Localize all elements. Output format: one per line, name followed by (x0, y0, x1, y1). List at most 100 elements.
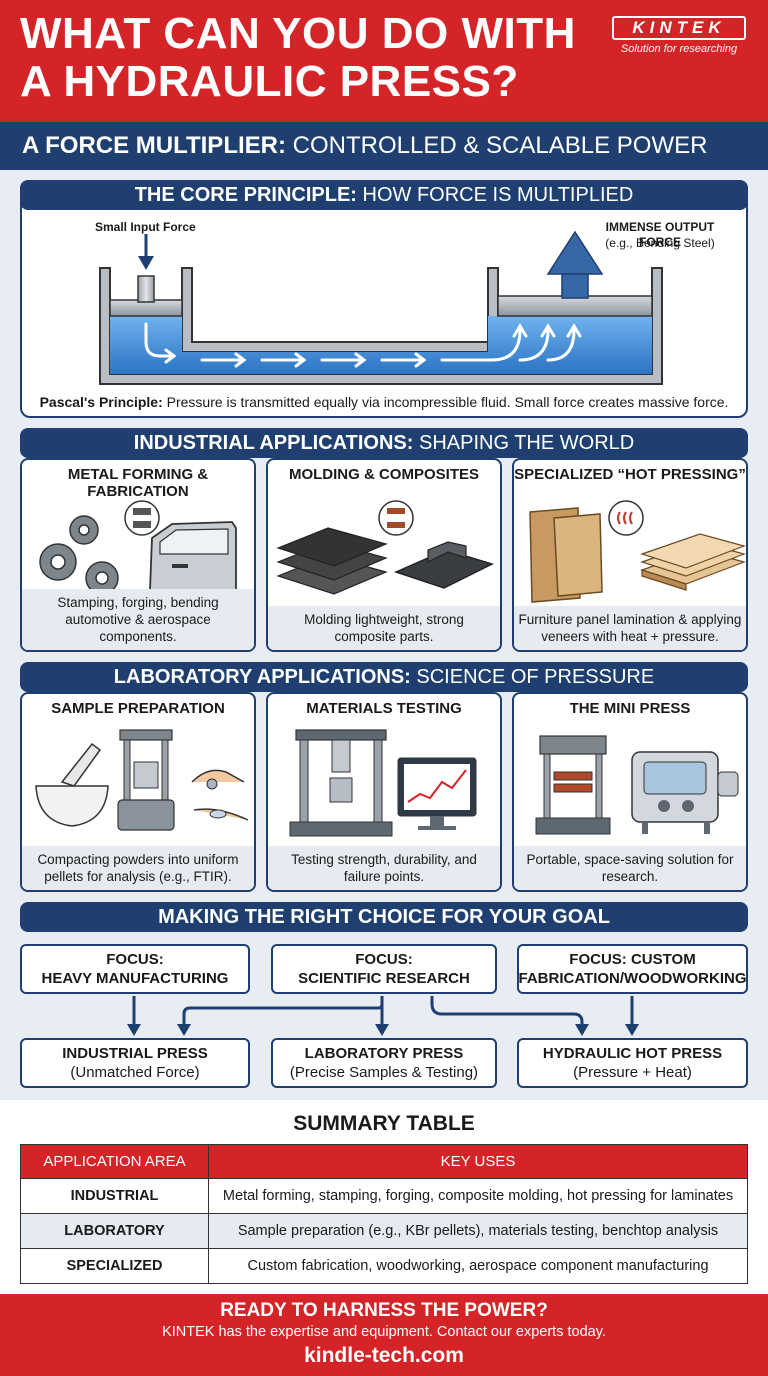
card-description: Portable, space-saving solution for rese… (514, 846, 746, 890)
card-materials-testing[interactable]: Materials testing Testing strength, dura… (266, 692, 502, 892)
card-metal-forming[interactable]: Metal forming & fabrication Stamping, fo… (20, 458, 256, 652)
result-subtitle: (Pressure + Heat) (573, 1064, 692, 1081)
pellet-press-icon (119, 729, 173, 741)
output-force-label: IMMENSE OUTPUT FORCE (605, 220, 715, 249)
decision-banner-text: Making the right choice for your goal (158, 906, 610, 928)
card-sample-preparation[interactable]: Sample preparation Compacting powders in… (20, 692, 256, 892)
card-title: Sample preparation (51, 700, 225, 717)
footer-website-link[interactable]: kindle-tech.com (304, 1344, 464, 1367)
page-title: What can you do with a hydraulic press? (20, 9, 576, 106)
input-arrow-icon (138, 256, 154, 270)
card-title: The mini press (569, 700, 691, 717)
card-description: Compacting powders into uniform pellets … (22, 846, 254, 890)
focus-label: FOCUS: (355, 951, 413, 968)
focus-heavy-manufacturing[interactable]: FOCUS: HEAVY MANUFACTURING (20, 944, 250, 994)
mortar-icon (35, 785, 109, 827)
table-header-row: APPLICATION AREA KEY USES (20, 1144, 748, 1179)
laboratory-banner-strong: Laboratory applications: (113, 666, 411, 688)
table-row: LABORATORY Sample preparation (e.g., KBr… (20, 1213, 748, 1249)
arrow-down-icon (375, 1024, 389, 1036)
materials-testing-illustration (289, 729, 477, 837)
arrow-down-icon (127, 1024, 141, 1036)
focus-value: FABRICATION/WOODWORKING (518, 970, 747, 987)
result-title: LABORATORY PRESS (304, 1045, 464, 1062)
arrow-down-icon (177, 1024, 191, 1036)
laminated-panels-icon (640, 533, 746, 591)
industrial-banner-rest: Shaping the world (418, 432, 635, 454)
decision-banner: Making the right choice for your goal (20, 902, 748, 932)
hot-pressing-illustration (529, 500, 746, 603)
card-hot-pressing[interactable]: Specialized “Hot pressing” Furniture pan… (512, 458, 748, 652)
laboratory-banner: Laboratory applications: Science of pres… (20, 662, 748, 692)
card-mini-press[interactable]: The mini press Portable, space-saving so… (512, 692, 748, 892)
hand-icon (191, 769, 245, 783)
focus-value: HEAVY MANUFACTURING (41, 970, 229, 987)
table-cell-uses: Sample preparation (e.g., KBr pellets), … (208, 1213, 748, 1249)
result-industrial-press[interactable]: INDUSTRIAL PRESS (Unmatched Force) (20, 1038, 250, 1088)
logo-tagline: Solution for researching (620, 43, 738, 55)
heat-press-icon (378, 500, 414, 536)
core-banner-rest: How force is multiplied (362, 184, 634, 206)
gears-icon (39, 515, 119, 595)
molding-illustration (276, 500, 495, 595)
result-laboratory-press[interactable]: LABORATORY PRESS (Precise Samples & Test… (271, 1038, 497, 1088)
container-divider (181, 267, 499, 353)
summary-title: SUMMARY TABLE (293, 1112, 475, 1135)
output-force-example: (e.g., Bending Steel) (605, 236, 715, 250)
result-title: INDUSTRIAL PRESS (62, 1045, 208, 1062)
mini-press-illustration (535, 735, 739, 835)
arrow-down-icon (575, 1024, 589, 1036)
card-description: Molding lightweight, strong composite pa… (268, 606, 500, 650)
footer-cta: READY TO HARNESS THE POWER? (220, 1300, 548, 1321)
flow-arrows-icon (144, 322, 582, 368)
header-banner: What can you do with a hydraulic press? … (0, 0, 768, 122)
table-cell-area: LABORATORY (20, 1213, 209, 1249)
table-header-area: APPLICATION AREA (20, 1144, 209, 1179)
table-cell-area: SPECIALIZED (20, 1248, 209, 1284)
decision-flow-arrows (127, 996, 639, 1036)
table-cell-area: INDUSTRIAL (20, 1178, 209, 1214)
press-icon (124, 500, 160, 536)
card-title: Metal forming & fabrication (67, 466, 209, 500)
card-title: Molding & composites (288, 466, 479, 483)
table-cell-uses: Metal forming, stamping, forging, compos… (208, 1178, 748, 1214)
core-principle-banner: The core principle: How force is multipl… (20, 180, 748, 210)
table-header-uses: KEY USES (208, 1144, 748, 1179)
pascal-principle-text: Pascal's Principle: Pressure is transmit… (22, 394, 746, 410)
footer-subtext: KINTEK has the expertise and equipment. … (162, 1324, 606, 1340)
sample-prep-illustration (35, 729, 249, 831)
table-cell-uses: Custom fabrication, woodworking, aerospa… (208, 1248, 748, 1284)
card-description: Stamping, forging, bending automotive & … (22, 589, 254, 650)
heat-icon (608, 500, 644, 536)
card-molding-composites[interactable]: Molding & composites Molding lightweight… (266, 458, 502, 652)
result-subtitle: (Precise Samples & Testing) (289, 1064, 479, 1081)
summary-table: APPLICATION AREA KEY USES INDUSTRIAL Met… (20, 1144, 748, 1284)
pascal-strong: Pascal's Principle: (39, 394, 163, 410)
table-row: SPECIALIZED Custom fabrication, woodwork… (20, 1248, 748, 1284)
result-hydraulic-hot-press[interactable]: HYDRAULIC HOT PRESS (Pressure + Heat) (517, 1038, 748, 1088)
focus-value: SCIENTIFIC RESEARCH (298, 970, 470, 987)
output-arrow-icon (546, 230, 604, 275)
subtitle-strong: A force multiplier: (22, 132, 286, 159)
input-force-label: Small Input Force (95, 220, 196, 234)
card-description: Furniture panel lamination & applying ve… (514, 606, 746, 650)
hydraulic-diagram (99, 230, 663, 385)
card-title: Materials testing (306, 700, 462, 717)
focus-scientific-research[interactable]: FOCUS: SCIENTIFIC RESEARCH (271, 944, 497, 994)
laboratory-banner-rest: Science of pressure (416, 666, 655, 688)
industrial-banner: Industrial applications: Shaping the wor… (20, 428, 748, 458)
focus-custom-fabrication[interactable]: FOCUS: CUSTOM FABRICATION/WOODWORKING (517, 944, 748, 994)
kintek-logo[interactable]: KINTEK Solution for researching (612, 16, 752, 60)
card-description: Testing strength, durability, and failur… (268, 846, 500, 890)
subtitle-rest: Controlled & scalable power (292, 132, 708, 159)
pestle-icon (60, 742, 102, 787)
focus-label: FOCUS: CUSTOM (569, 951, 696, 968)
testing-machine-icon (295, 729, 387, 741)
result-subtitle: (Unmatched Force) (70, 1064, 200, 1081)
carbon-sheets-icon (276, 527, 388, 595)
card-title: Specialized “Hot pressing” (514, 466, 746, 483)
logo-wordmark: KINTEK (612, 16, 746, 40)
core-banner-strong: The core principle: (134, 184, 357, 206)
pascal-body: Pressure is transmitted equally via inco… (166, 394, 729, 410)
large-piston-icon (497, 295, 653, 317)
